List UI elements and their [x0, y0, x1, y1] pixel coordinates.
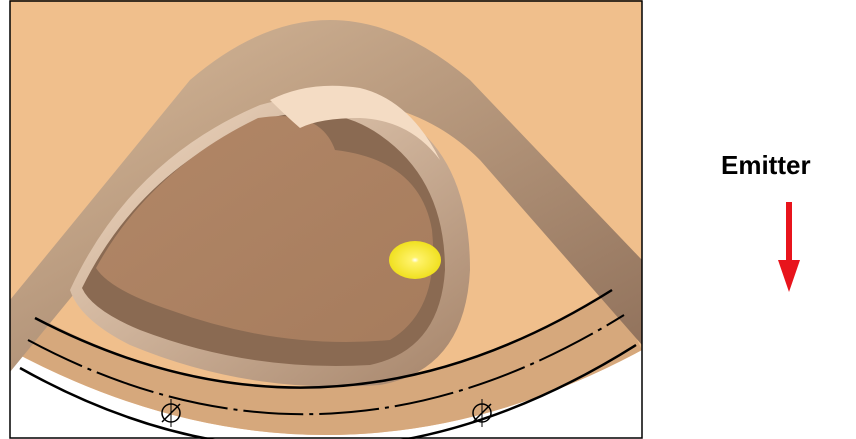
arrow-down-icon	[778, 202, 800, 292]
emitter-label: Emitter	[721, 150, 811, 181]
focal-hotspot	[389, 241, 441, 279]
frame-contents	[10, 0, 642, 439]
